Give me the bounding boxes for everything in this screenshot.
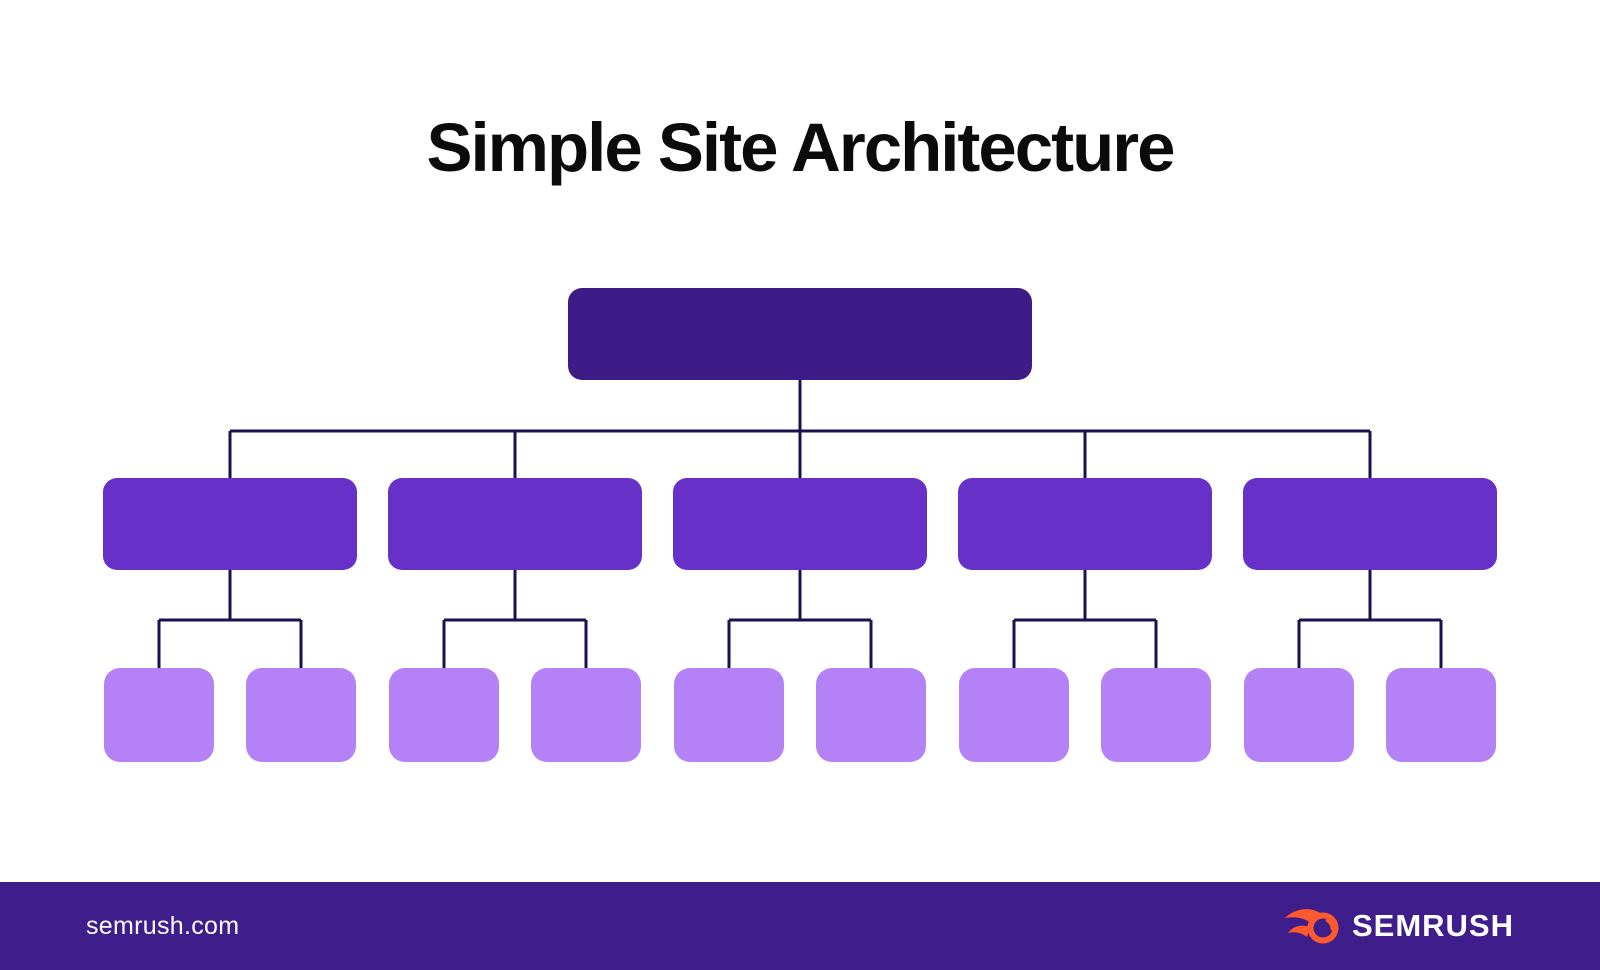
subpage-box-3-2 — [816, 668, 926, 762]
subpage-box-1-1 — [104, 668, 214, 762]
footer-bar: semrush.com SEMRUSH — [0, 882, 1600, 970]
footer-site-url: semrush.com — [86, 911, 240, 940]
subpage-box-5-2 — [1386, 668, 1496, 762]
semrush-wordmark: SEMRUSH — [1351, 908, 1514, 943]
semrush-comet-icon — [1284, 909, 1339, 944]
subpage-box-2-2 — [531, 668, 641, 762]
homepage-box — [568, 288, 1032, 380]
subpage-box-4-2 — [1101, 668, 1211, 762]
subpage-box-2-1 — [389, 668, 499, 762]
semrush-logo: SEMRUSH — [1284, 903, 1514, 949]
page-title: Simple Site Architecture — [426, 109, 1175, 186]
subpage-box-5-1 — [1244, 668, 1354, 762]
category-box-3 — [673, 478, 927, 570]
category-box-4 — [958, 478, 1212, 570]
category-box-1 — [103, 478, 357, 570]
subpage-box-4-1 — [959, 668, 1069, 762]
category-box-2 — [388, 478, 642, 570]
category-box-5 — [1243, 478, 1497, 570]
subpage-box-1-2 — [246, 668, 356, 762]
subpage-box-3-1 — [674, 668, 784, 762]
